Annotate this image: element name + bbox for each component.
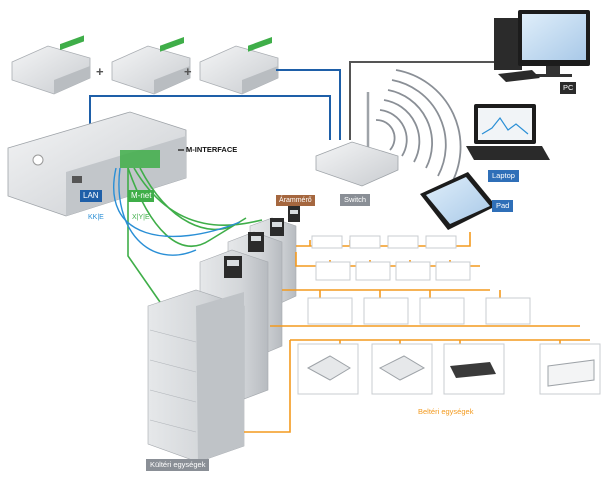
- plus-sign-1: +: [96, 64, 104, 79]
- switch-label: Switch: [340, 194, 371, 206]
- lan-unit-lines: [113, 167, 241, 256]
- energy-meter-label: Árammérő: [276, 195, 315, 206]
- outdoor-unit-1: [147, 289, 245, 463]
- lan-cable-label: KK|E: [88, 214, 104, 221]
- laptop-label: Laptop: [488, 170, 519, 182]
- controller-module-3: [199, 37, 279, 95]
- controller-module-1: [11, 35, 91, 95]
- m-interface-device: [7, 111, 187, 217]
- wifi-signal-icon: [375, 69, 462, 187]
- indoor-units: [297, 235, 601, 395]
- pc-icon: [494, 10, 590, 82]
- lan-label: LAN: [80, 190, 102, 202]
- mnet-label: M-net: [128, 190, 155, 202]
- pad-label: Pad: [492, 200, 514, 212]
- outdoor-units-label: Kültéri egységek: [146, 459, 210, 471]
- pc-connection-line: [349, 61, 500, 140]
- plus-sign-2: +: [184, 64, 192, 79]
- energy-meters: [224, 206, 300, 278]
- indoor-units-label: Beltéri egységek: [418, 407, 474, 416]
- laptop-icon: [466, 104, 550, 160]
- controller-module-2: [111, 37, 191, 95]
- outdoor-units: [147, 217, 297, 463]
- pc-label: PC: [560, 82, 577, 94]
- m-interface-label: M-INTERFACE: [186, 145, 238, 154]
- tablet-icon: [420, 172, 496, 230]
- switch-device: [315, 92, 399, 187]
- mnet-cable-label: X|Y|E: [132, 214, 150, 221]
